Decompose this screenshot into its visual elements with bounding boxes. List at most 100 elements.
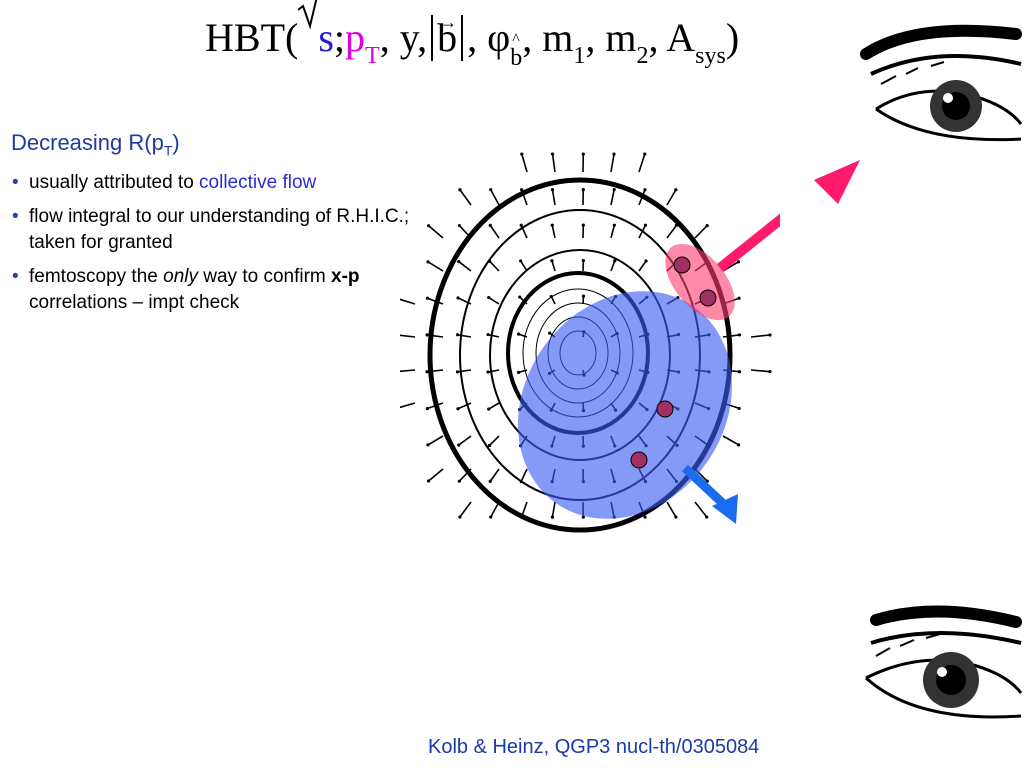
velocity-arrow-tip bbox=[643, 188, 647, 192]
velocity-arrow-tip bbox=[426, 479, 431, 483]
vector-arrow-icon: → bbox=[439, 12, 458, 32]
velocity-arrow-tip bbox=[736, 260, 741, 264]
bullet-item: flow integral to our understanding of R.… bbox=[12, 204, 442, 256]
velocity-arrow-tip bbox=[426, 443, 430, 447]
velocity-arrow-tip bbox=[458, 188, 462, 192]
velocity-arrow bbox=[400, 369, 416, 373]
velocity-arrow-tip bbox=[456, 407, 460, 411]
eye-icon-top bbox=[860, 24, 1023, 142]
velocity-arrow bbox=[489, 468, 500, 482]
m1-sub: 1 bbox=[573, 43, 586, 69]
velocity-arrow bbox=[666, 189, 677, 206]
velocity-arrow bbox=[400, 298, 416, 305]
velocity-arrow bbox=[520, 468, 528, 482]
velocity-arrow-tip bbox=[643, 152, 647, 156]
velocity-arrow-tip bbox=[487, 407, 491, 411]
heading-main: Decreasing R(p bbox=[11, 130, 164, 155]
velocity-arrow-tip bbox=[486, 332, 490, 337]
bullet-list: usually attributed to collective flow fl… bbox=[12, 170, 442, 324]
velocity-arrow bbox=[519, 260, 528, 272]
velocity-arrow-tip bbox=[519, 188, 524, 192]
velocity-arrow-tip bbox=[643, 515, 647, 519]
velocity-arrow bbox=[427, 435, 444, 446]
a-sub: sys bbox=[695, 43, 726, 69]
velocity-arrow-tip bbox=[737, 370, 742, 374]
velocity-arrow-tip bbox=[737, 333, 742, 337]
velocity-arrow-tip bbox=[488, 223, 492, 227]
pt-main: p bbox=[345, 15, 366, 60]
sqrt-symbol bbox=[298, 0, 318, 30]
particle-dot bbox=[673, 256, 691, 274]
velocity-arrow bbox=[459, 501, 472, 518]
formula-semicolon: ; bbox=[333, 15, 346, 60]
velocity-arrow-tip bbox=[425, 296, 430, 300]
velocity-arrow bbox=[610, 154, 615, 173]
velocity-arrow bbox=[489, 224, 500, 239]
velocity-arrow bbox=[459, 189, 472, 206]
velocity-arrow-tip bbox=[457, 223, 462, 228]
velocity-arrow-tip bbox=[581, 259, 585, 263]
velocity-arrow bbox=[487, 369, 500, 373]
velocity-arrow-tip bbox=[518, 295, 522, 299]
velocity-arrow-tip bbox=[581, 515, 585, 519]
velocity-arrow bbox=[638, 153, 646, 173]
formula-prefix: HBT( bbox=[205, 15, 299, 60]
velocity-arrow-tip bbox=[425, 333, 429, 337]
slide-heading: Decreasing R(pT) bbox=[11, 130, 180, 158]
b-vector-magnitude: → b bbox=[431, 12, 464, 61]
a-main: , A bbox=[648, 15, 696, 60]
velocity-arrow bbox=[400, 334, 416, 338]
velocity-arrow bbox=[428, 468, 444, 482]
velocity-arrow bbox=[488, 435, 500, 447]
velocity-arrow bbox=[457, 369, 472, 373]
velocity-arrow-tip bbox=[550, 152, 555, 156]
velocity-arrow bbox=[490, 189, 500, 206]
velocity-arrow-tip bbox=[455, 370, 460, 374]
velocity-arrow bbox=[551, 225, 556, 239]
velocity-arrow-tip bbox=[519, 259, 523, 263]
velocity-arrow bbox=[428, 225, 444, 239]
particle-dot bbox=[656, 400, 674, 418]
velocity-arrow-tip bbox=[487, 295, 491, 300]
particle-dot bbox=[630, 451, 648, 469]
pink-arrow-head bbox=[814, 160, 860, 204]
velocity-arrow bbox=[489, 260, 500, 272]
velocity-arrow-tip bbox=[705, 515, 709, 519]
m1-main: , m bbox=[522, 15, 574, 60]
velocity-arrow-tip bbox=[768, 370, 772, 374]
velocity-arrow bbox=[551, 501, 556, 518]
velocity-arrow bbox=[521, 153, 528, 173]
velocity-arrow bbox=[722, 435, 739, 446]
particle-dot bbox=[699, 289, 717, 307]
velocity-arrow bbox=[458, 435, 472, 446]
velocity-arrow bbox=[610, 189, 615, 206]
velocity-arrow bbox=[694, 501, 708, 518]
velocity-arrow-tip bbox=[427, 224, 431, 228]
velocity-arrow-tip bbox=[705, 223, 709, 228]
velocity-arrow-tip bbox=[550, 188, 555, 192]
velocity-arrow-tip bbox=[581, 294, 586, 298]
velocity-arrow bbox=[666, 501, 677, 518]
velocity-arrow bbox=[610, 224, 616, 239]
velocity-arrow-tip bbox=[737, 406, 741, 411]
velocity-arrow-tip bbox=[457, 479, 461, 483]
pink-arrow-shaft bbox=[716, 213, 780, 272]
velocity-arrow-tip bbox=[489, 188, 493, 192]
velocity-arrow-tip bbox=[581, 188, 585, 192]
bullet-bold: x-p bbox=[331, 266, 360, 287]
velocity-arrow-tip bbox=[613, 259, 617, 263]
blue-emission-region bbox=[518, 291, 732, 519]
velocity-arrow-tip bbox=[612, 223, 616, 227]
phi-main: , φ bbox=[467, 15, 511, 60]
velocity-arrow-tip bbox=[550, 515, 555, 519]
velocity-arrow-tip bbox=[516, 370, 521, 374]
velocity-arrow-tip bbox=[488, 479, 492, 483]
velocity-arrow-tip bbox=[674, 515, 678, 519]
velocity-arrow-tip bbox=[458, 515, 462, 519]
velocity-arrow-tip bbox=[489, 515, 493, 519]
velocity-arrow bbox=[487, 333, 500, 338]
sqrt-s: s bbox=[298, 0, 334, 61]
velocity-arrow bbox=[488, 296, 500, 305]
bullet-emphasis: only bbox=[163, 266, 198, 287]
velocity-arrow-tip bbox=[519, 223, 523, 227]
